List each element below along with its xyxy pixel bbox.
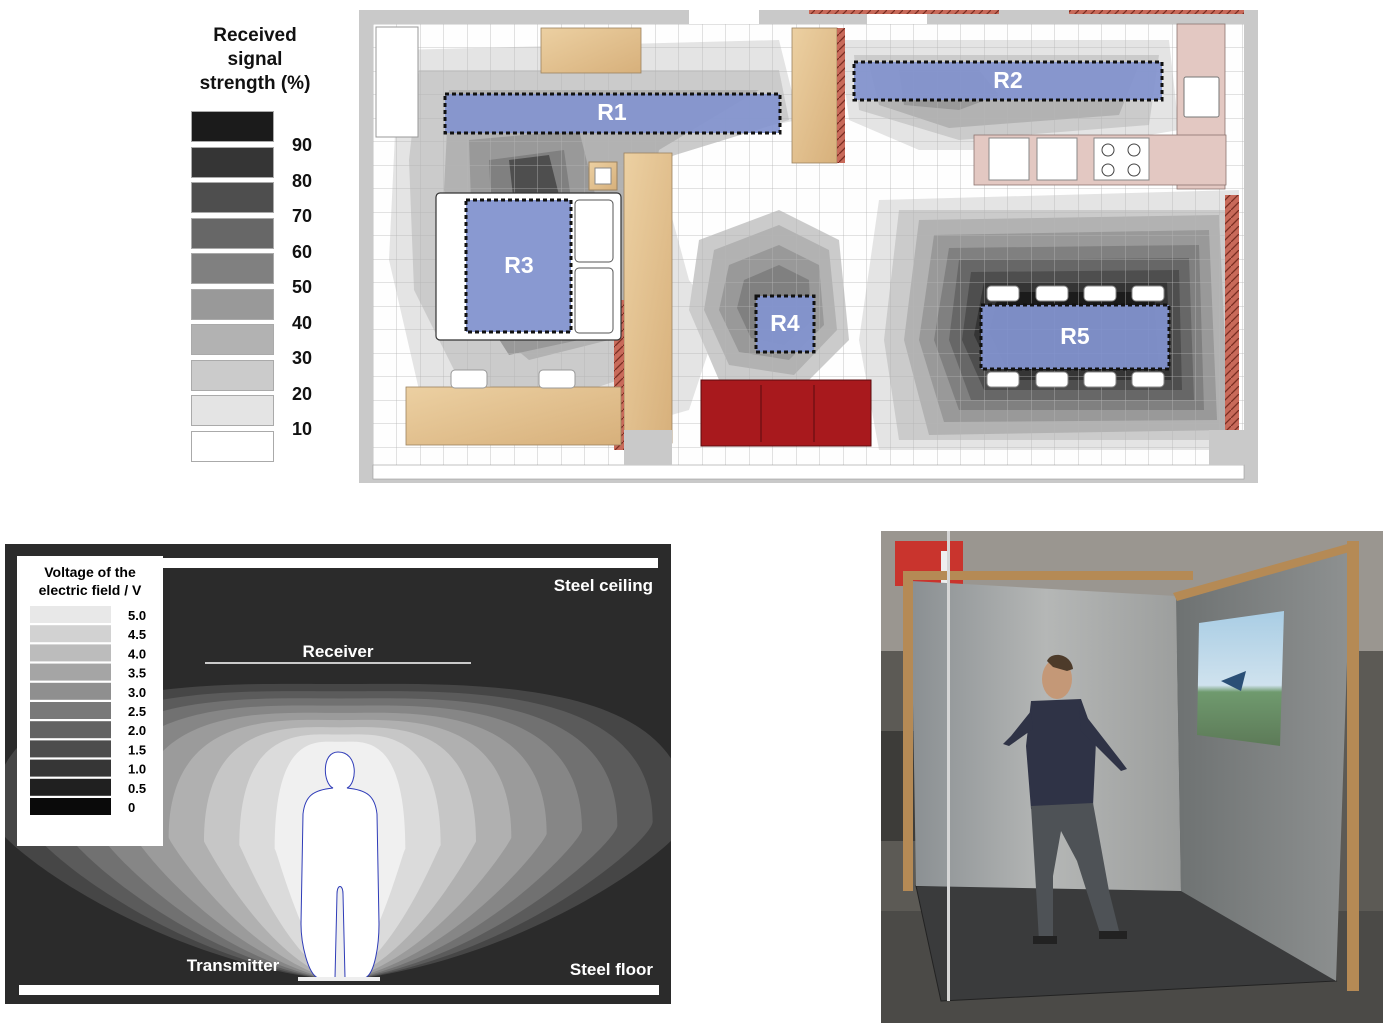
sofa [700,379,872,447]
voltage-swatch [30,702,111,719]
voltage-swatch [30,663,111,681]
legend-title-line: signal [227,49,283,70]
legend-swatch [191,324,274,355]
region-r2 [852,60,1164,102]
wardrobe [791,27,838,164]
legend-swatch-label: 30 [292,348,313,368]
voltage-swatch-label: 1.5 [128,742,146,757]
region-r1 [443,92,782,135]
legend-swatch [191,217,274,249]
voltage-swatch [30,740,111,758]
voltage-swatch [30,778,111,796]
experiment-photo [881,531,1383,1023]
voltage-swatch-label: 2.5 [128,704,146,719]
person-icon [300,751,380,979]
legend-swatch-label: 80 [292,170,313,191]
legend-swatch [191,359,274,391]
legend-swatch-label: 10 [292,419,313,439]
region-r5 [979,303,1171,371]
cabinet-top [540,27,642,74]
steel-ceiling-label: Steel ceiling [554,576,653,595]
voltage-swatch [30,644,111,662]
voltage-swatch-label: 2.0 [128,723,146,738]
region-r2-label: R2 [993,67,1022,93]
voltage-swatch [30,606,111,623]
legend-swatch [191,288,274,320]
legend-swatch [191,430,274,462]
legend-swatch-label: 40 [292,312,313,333]
voltage-swatch [30,721,111,739]
steel-floor-plate [19,985,659,995]
legend-swatch-label: 50 [292,277,313,297]
voltage-legend: Voltage of the electric field / V 5.0 4.5… [17,556,163,846]
region-r1-label: R1 [597,99,627,125]
shelf-unit [623,152,673,444]
legend-swatch [191,395,274,426]
floor-plan-heatmap: R1 R2 R3 R4 R5 [359,10,1258,483]
region-r4-label: R4 [770,310,800,336]
voltage-swatch-label: 0.5 [128,781,146,796]
voltage-swatch-label: 4.0 [128,646,146,661]
voltage-swatch-label: 1.0 [128,762,146,777]
steel-floor-label: Steel floor [570,960,654,979]
voltage-legend-title-line: Voltage of the [44,564,136,580]
voltage-swatch [30,682,111,700]
electric-field-diagram: Steel ceiling Receiver Transmitter Steel… [5,544,671,1004]
regions: R1 R2 R3 R4 R5 [443,60,1171,371]
legend-swatch-label: 70 [292,206,313,226]
steel-ceiling-plate [158,558,658,568]
receiver-label: Receiver [303,642,374,661]
region-r3-label: R3 [504,252,533,278]
person-icon [1003,654,1127,944]
voltage-swatch [30,759,111,777]
voltage-swatch-label: 4.5 [128,627,146,642]
voltage-swatch-label: 3.5 [128,666,146,681]
region-r4 [754,294,816,354]
voltage-swatch [30,798,111,815]
region-r5-label: R5 [1060,323,1090,349]
legend-swatch-label: 20 [292,383,313,404]
voltage-swatch [30,625,111,643]
legend-swatch [191,111,274,142]
legend-title: Received signal strength (%) [180,24,330,96]
legend-swatch-label: 90 [292,135,313,155]
voltage-swatch-label: 5.0 [128,608,146,623]
legend-swatch [191,182,274,213]
legend-title-line: Received [213,25,297,46]
transmitter-label: Transmitter [187,956,280,975]
legend-title-line: strength (%) [199,73,311,94]
legend-swatch [191,253,274,284]
legend-swatch-label: 60 [292,241,313,262]
voltage-swatch-label: 3.0 [128,685,146,700]
region-r3 [464,198,573,334]
legend-swatch [191,146,274,178]
signal-strength-legend: Received signal strength (%) 90 80 70 60 50 4… [0,0,350,480]
voltage-legend-title-line: electric field / V [39,582,142,598]
voltage-swatch-label: 0 [128,800,135,815]
desk [405,386,622,446]
